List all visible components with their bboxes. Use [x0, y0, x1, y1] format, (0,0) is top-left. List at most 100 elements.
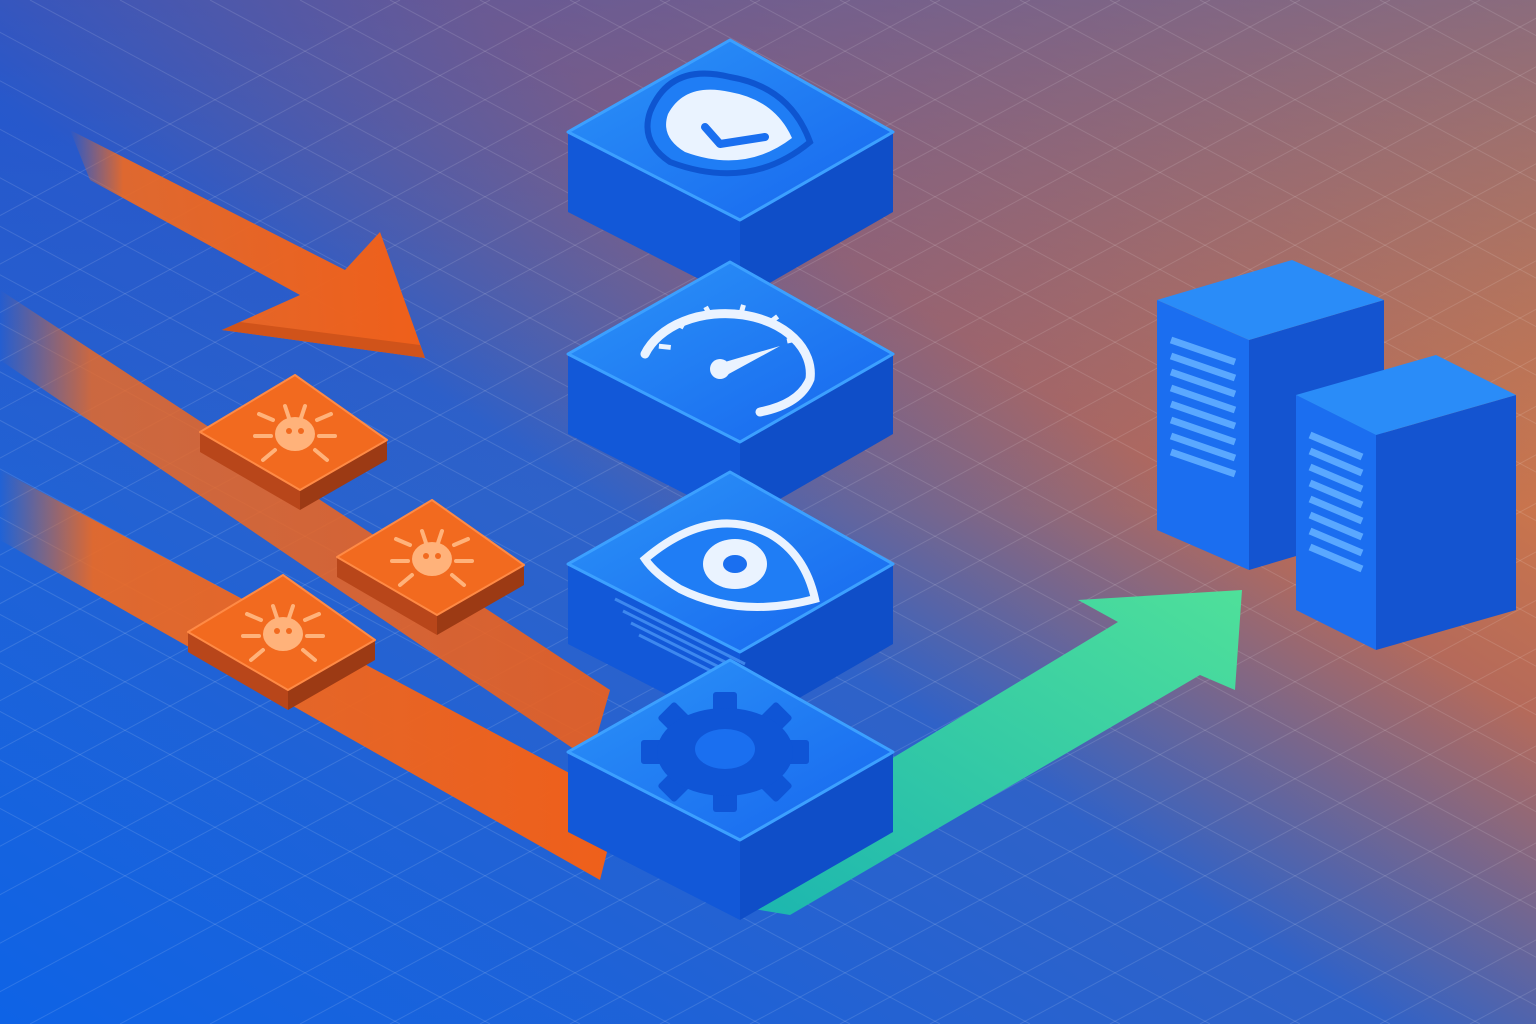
bug-leg [287, 604, 295, 620]
bug-leg [271, 604, 279, 620]
bug-icon [390, 529, 474, 587]
bug-leg [450, 573, 466, 587]
gauge-tick [786, 336, 800, 344]
bug-leg [257, 412, 275, 422]
layer-left-face [568, 132, 740, 300]
server-vent [1308, 495, 1364, 525]
tile-left-face [337, 557, 437, 635]
grid-line [0, 0, 850, 1024]
grid-line [0, 613, 761, 1024]
grid-line [1019, 745, 1536, 1024]
bug-leg [261, 448, 277, 462]
bug-eye [435, 553, 441, 559]
grid-line [659, 0, 1536, 473]
bug-body [412, 542, 452, 576]
gauge-needle [718, 346, 780, 376]
server-vent [1169, 368, 1237, 398]
threat-tile-2 [336, 499, 525, 635]
server-vent [1169, 432, 1237, 462]
shield-check-icon [644, 70, 814, 177]
grid-line [0, 710, 581, 1024]
grid-line [1019, 0, 1536, 279]
grid-line [839, 0, 1536, 376]
security-layer-stack [566, 38, 895, 920]
bug-eye [286, 628, 292, 634]
bug-eye [274, 628, 280, 634]
gauge-tick [703, 305, 712, 316]
bug-leg [452, 537, 470, 547]
bug-body [263, 617, 303, 651]
grid-line [839, 648, 1536, 1024]
bug-leg [398, 573, 414, 587]
tile-right-face [288, 640, 375, 710]
server-vent [1308, 447, 1364, 477]
grid-line [929, 696, 1536, 1024]
threat-tile-1 [199, 374, 388, 510]
grid-line [749, 0, 1536, 425]
bug-eye [423, 553, 429, 559]
tile-left-face [188, 632, 288, 710]
server-vent [1308, 479, 1364, 509]
grid-line [0, 0, 1480, 1024]
layer-right-face [740, 132, 893, 300]
eye-icon [614, 519, 820, 702]
layer-top-face [566, 260, 895, 444]
grid-line [0, 0, 401, 217]
grid-line [659, 551, 1536, 1024]
gear-hole [695, 729, 755, 769]
threat-tile-3 [187, 574, 376, 710]
gauge-tick [673, 319, 685, 330]
server-vent [1169, 448, 1237, 478]
server-icon [1296, 355, 1516, 650]
server-group [1157, 260, 1516, 650]
incoming-threat-arrow [70, 130, 425, 358]
grid-line [1109, 0, 1536, 231]
grid-line [0, 0, 1300, 1024]
grid-line [119, 0, 1536, 764]
server-vent [1169, 384, 1237, 414]
grid-line [0, 0, 671, 362]
scan-line [614, 597, 746, 666]
gauge-tick [738, 304, 746, 314]
gear-icon [641, 692, 809, 812]
grid-line [0, 0, 491, 265]
security-layer-2 [566, 260, 895, 522]
tile-right-face [437, 565, 524, 635]
bug-leg [249, 648, 265, 662]
bug-leg [303, 612, 321, 622]
bug-leg [315, 412, 333, 422]
grid-line [1199, 0, 1536, 182]
server-top-face [1157, 260, 1384, 340]
tile-right-face [300, 440, 387, 510]
bug-body [275, 417, 315, 451]
gauge-tick [658, 343, 672, 350]
grid-line [29, 0, 1536, 813]
bug-leg [245, 612, 263, 622]
gauge-tick [768, 314, 780, 325]
bug-leg [436, 529, 444, 545]
grid-line [1109, 793, 1536, 1024]
gauge-hub [710, 359, 730, 379]
layer-right-face [740, 354, 893, 522]
server-vent [1169, 400, 1237, 430]
server-vent [1308, 527, 1364, 557]
grid-line [0, 0, 581, 314]
gauge-arc [640, 309, 815, 417]
server-vent [1169, 352, 1237, 382]
server-vent [1308, 511, 1364, 541]
bug-eye [298, 428, 304, 434]
server-vent [1308, 463, 1364, 493]
grid-line [0, 662, 671, 1024]
grid-line [119, 260, 1536, 1024]
bug-leg [313, 448, 329, 462]
grid-line [0, 0, 761, 411]
grid-line [29, 211, 1536, 1024]
threat-stream [0, 290, 610, 760]
grid-line [0, 0, 1480, 1024]
grid-line [0, 0, 850, 1024]
grid-line [0, 807, 401, 1024]
